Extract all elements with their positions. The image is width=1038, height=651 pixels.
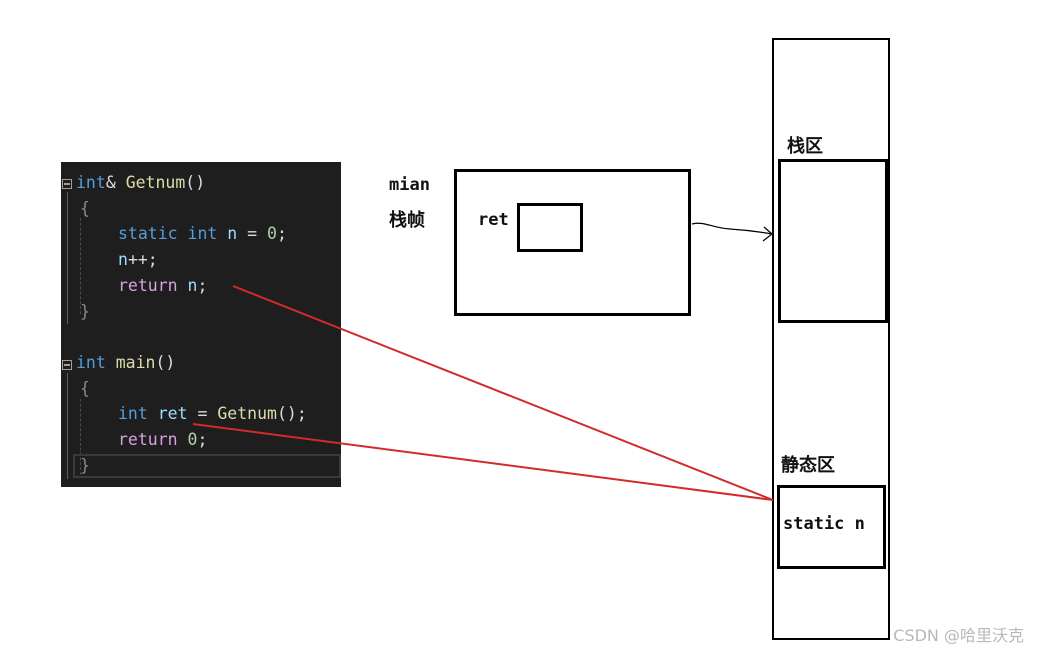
static-area-box <box>777 485 886 569</box>
code-line: } <box>80 300 90 324</box>
code-token: return <box>118 275 178 295</box>
frame-to-stack-arrow <box>691 222 773 235</box>
code-token: (); <box>276 404 307 424</box>
current-line-highlight <box>73 454 341 478</box>
code-line: return n; <box>118 274 207 298</box>
ret-variable-label: ret <box>478 210 509 230</box>
code-token: n <box>227 224 238 244</box>
code-token: int <box>187 224 218 244</box>
code-editor-panel: int& Getnum(){static int n = 0;n++;retur… <box>61 162 341 487</box>
code-line: n++; <box>118 248 158 272</box>
code-token: Getnum <box>217 404 277 424</box>
collapse-toggle-getnum-icon[interactable] <box>62 179 72 189</box>
fold-guide <box>67 373 68 479</box>
frame-to-stack-arrowhead-icon <box>762 226 773 242</box>
indent-guide <box>80 399 81 475</box>
code-token: static <box>118 224 178 244</box>
code-token: return <box>118 430 178 449</box>
code-token: () <box>155 352 176 372</box>
code-line: int main() <box>76 351 175 375</box>
code-token: { <box>80 198 90 218</box>
code-token: 0 <box>187 430 198 449</box>
code-token: int <box>118 404 148 424</box>
stack-area-label: 栈区 <box>787 136 823 157</box>
code-line: return 0; <box>118 428 207 452</box>
frame-subtitle-label: 栈帧 <box>389 210 425 231</box>
static-area-label: 静态区 <box>781 455 835 476</box>
code-token: 0 <box>267 224 277 244</box>
code-line: static int n = 0; <box>118 222 287 246</box>
code-token: ret <box>157 404 188 424</box>
code-line: int& Getnum() <box>76 171 205 195</box>
main-stack-frame-box <box>454 169 691 316</box>
code-token: int <box>76 173 106 192</box>
code-token: n <box>118 250 128 270</box>
static-n-label: static n <box>783 514 865 534</box>
indent-guide <box>80 218 81 314</box>
code-token: () <box>185 173 206 192</box>
code-token: = <box>237 224 268 244</box>
code-token: = <box>187 404 218 424</box>
code-token: ; <box>276 224 287 244</box>
code-token: } <box>80 455 90 475</box>
ret-to-static-arrow <box>192 423 774 501</box>
code-token: { <box>80 378 90 398</box>
code-token: n <box>187 275 198 295</box>
stack-area-box <box>778 159 888 323</box>
code-token: ++; <box>127 250 158 270</box>
code-token: Getnum <box>125 173 186 192</box>
code-token: ; <box>197 275 208 295</box>
return-n-to-static-arrow <box>232 285 774 501</box>
ret-variable-box <box>517 203 583 252</box>
fold-guide <box>67 192 68 324</box>
code-line: { <box>80 377 90 401</box>
code-token: int <box>76 352 106 372</box>
code-line: int ret = Getnum(); <box>118 402 307 426</box>
code-token: & <box>105 173 126 192</box>
collapse-toggle-main-icon[interactable] <box>62 360 72 370</box>
frame-name-label: mian <box>389 175 430 195</box>
code-token: } <box>80 301 90 321</box>
watermark: CSDN @哈里沃克 <box>893 626 1024 645</box>
code-token: main <box>115 352 156 372</box>
memory-column <box>772 38 890 640</box>
code-line: { <box>80 197 90 221</box>
code-token: ; <box>197 430 208 449</box>
code-line: } <box>80 454 90 478</box>
